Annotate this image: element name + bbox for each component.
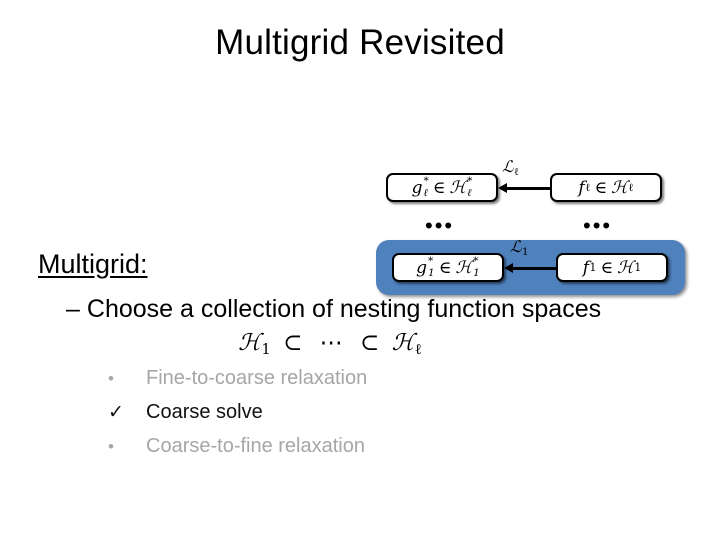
list-item-label: Fine-to-coarse relaxation	[146, 367, 368, 389]
arrow-label-L-1: ℒ1	[510, 237, 529, 258]
list-item-fine-to-coarse: • Fine-to-coarse relaxation	[108, 367, 528, 401]
list-item-coarse-to-fine: • Coarse-to-fine relaxation	[108, 435, 528, 469]
element-of-operator: ∈	[438, 257, 452, 278]
operator-L-subscript: 1	[522, 245, 529, 258]
checkmark-icon: ✓	[108, 402, 124, 423]
arrow-head-icon	[504, 263, 513, 273]
element-of-operator: ∈	[594, 177, 608, 198]
g-star-ell-scripts: * ℓ	[423, 176, 428, 198]
element-of-operator: ∈	[432, 177, 446, 198]
space-symbol: ℋ	[611, 177, 628, 198]
space-high-subscript: ℓ	[414, 341, 422, 359]
g-symbol: g	[416, 257, 428, 278]
f-subscript: 1	[589, 261, 597, 274]
space-subscript: 1	[634, 261, 642, 274]
space-symbol: ℋ	[449, 177, 467, 198]
space-low-subscript: 1	[261, 341, 271, 359]
formula-ellipsis: ⋯	[319, 330, 343, 356]
g-star-1-scripts: * 1	[428, 256, 435, 278]
element-of-operator: ∈	[600, 257, 614, 278]
space-subscript: ℓ	[628, 181, 634, 194]
space-subscript: ℓ	[467, 187, 472, 199]
multigrid-heading: Multigrid:	[38, 249, 148, 279]
box-g-star-ell: g * ℓ ∈ ℋ * ℓ	[386, 173, 498, 202]
list-item-label: Coarse-to-fine relaxation	[146, 435, 365, 457]
space-subscript: 1	[473, 267, 480, 279]
page-title: Multigrid Revisited	[215, 23, 505, 62]
subset-operator-1: ⊂	[283, 330, 303, 356]
g-superscript-star: *	[423, 175, 429, 188]
ellipsis-right: •••	[583, 213, 613, 238]
space-symbol: ℋ	[455, 257, 473, 278]
arrow-shaft	[504, 187, 550, 190]
g-superscript-star: *	[428, 255, 434, 268]
nesting-bullet-line: –Choose a collection of nesting function…	[66, 295, 601, 324]
nesting-spaces-formula: ℋ1 ⊂ ⋯ ⊂ ℋℓ	[0, 330, 660, 359]
space-superscript-star: *	[467, 175, 473, 188]
space-low-symbol: ℋ	[238, 330, 261, 356]
f-symbol: f	[578, 177, 585, 198]
f-subscript: ℓ	[585, 181, 591, 194]
bullet-icon: •	[108, 369, 114, 388]
list-item-coarse-solve: ✓ Coarse solve	[108, 401, 528, 435]
g-symbol: g	[411, 177, 423, 198]
bullet-icon: •	[108, 437, 114, 456]
operator-L-symbol: ℒ	[510, 237, 522, 256]
g-subscript: 1	[428, 267, 435, 279]
arrow-label-L-ell: ℒℓ	[502, 157, 519, 178]
f-symbol: f	[582, 257, 590, 278]
operator-L-subscript: ℓ	[514, 165, 519, 178]
space-superscript-star: *	[473, 255, 479, 268]
multigrid-steps-list: • Fine-to-coarse relaxation ✓ Coarse sol…	[108, 367, 528, 469]
space-star-ell-scripts: * ℓ	[467, 176, 472, 198]
space-symbol: ℋ	[617, 257, 634, 278]
arrow-level-1	[504, 263, 556, 273]
operator-L-symbol: ℒ	[502, 157, 514, 176]
arrow-head-icon	[498, 183, 507, 193]
subset-operator-2: ⊂	[359, 330, 380, 356]
nesting-bullet-label: Choose a collection of nesting function …	[86, 295, 602, 323]
space-star-1-scripts: * 1	[473, 256, 480, 278]
arrow-shaft	[510, 267, 556, 270]
g-subscript: ℓ	[423, 187, 428, 199]
box-g-star-1: g * 1 ∈ ℋ * 1	[392, 253, 504, 282]
list-item-label: Coarse solve	[146, 401, 263, 423]
arrow-level-ell	[498, 183, 550, 193]
space-high-symbol: ℋ	[391, 330, 415, 356]
dash-marker: –	[66, 295, 80, 323]
ellipsis-left: •••	[425, 213, 455, 238]
